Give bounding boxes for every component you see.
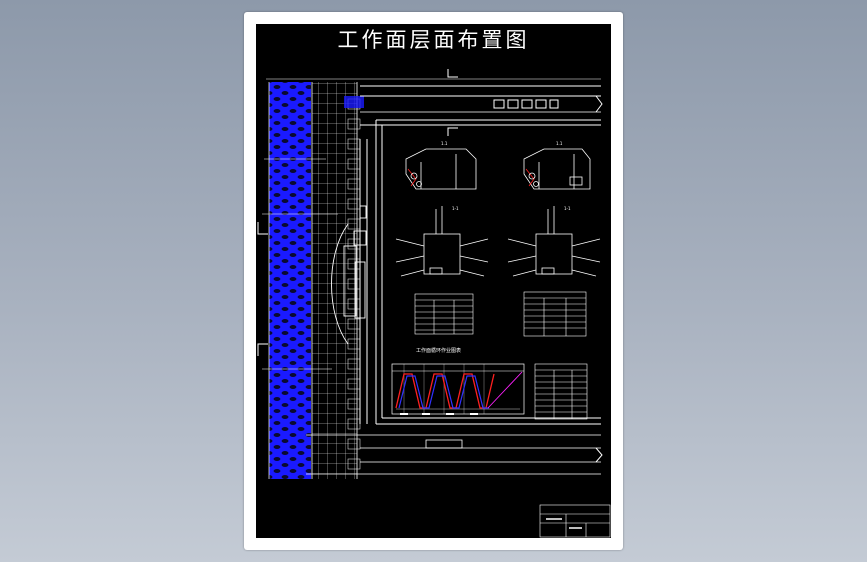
roof-support-detail-left: 1.1 <box>405 141 477 190</box>
cycle-chart <box>391 363 525 415</box>
support-plan-left: 1-1 <box>395 206 489 277</box>
cad-drawing: 1.1 1.1 1-1 1-1 <box>257 69 611 538</box>
support-plan-right: 1-1 <box>507 206 601 277</box>
roadways <box>266 78 603 475</box>
cycle-curve-magenta <box>487 371 523 409</box>
svg-text:1.1: 1.1 <box>556 141 563 146</box>
roof-support-detail-right: 1.1 <box>523 141 591 190</box>
svg-text:1-1: 1-1 <box>564 206 571 211</box>
cycle-chart-caption: 工作面循环作业图表 <box>416 348 462 354</box>
title-block <box>539 504 611 538</box>
support-grid <box>311 82 364 479</box>
svg-text:1.1: 1.1 <box>441 141 448 146</box>
coal-seam-hatch <box>268 82 311 479</box>
cycle-curve-red <box>395 373 495 409</box>
cycle-curve-blue <box>398 375 489 409</box>
svg-text:1-1: 1-1 <box>452 206 459 211</box>
drawing-canvas[interactable]: 工作面层面布置图 <box>256 24 611 538</box>
shearer-outline <box>331 139 368 424</box>
parameter-table-lower <box>534 363 588 420</box>
section-markers <box>257 69 458 370</box>
drawing-title: 工作面层面布置图 <box>337 28 530 52</box>
parameter-table-right <box>523 291 587 337</box>
parameter-table-left <box>414 293 474 335</box>
